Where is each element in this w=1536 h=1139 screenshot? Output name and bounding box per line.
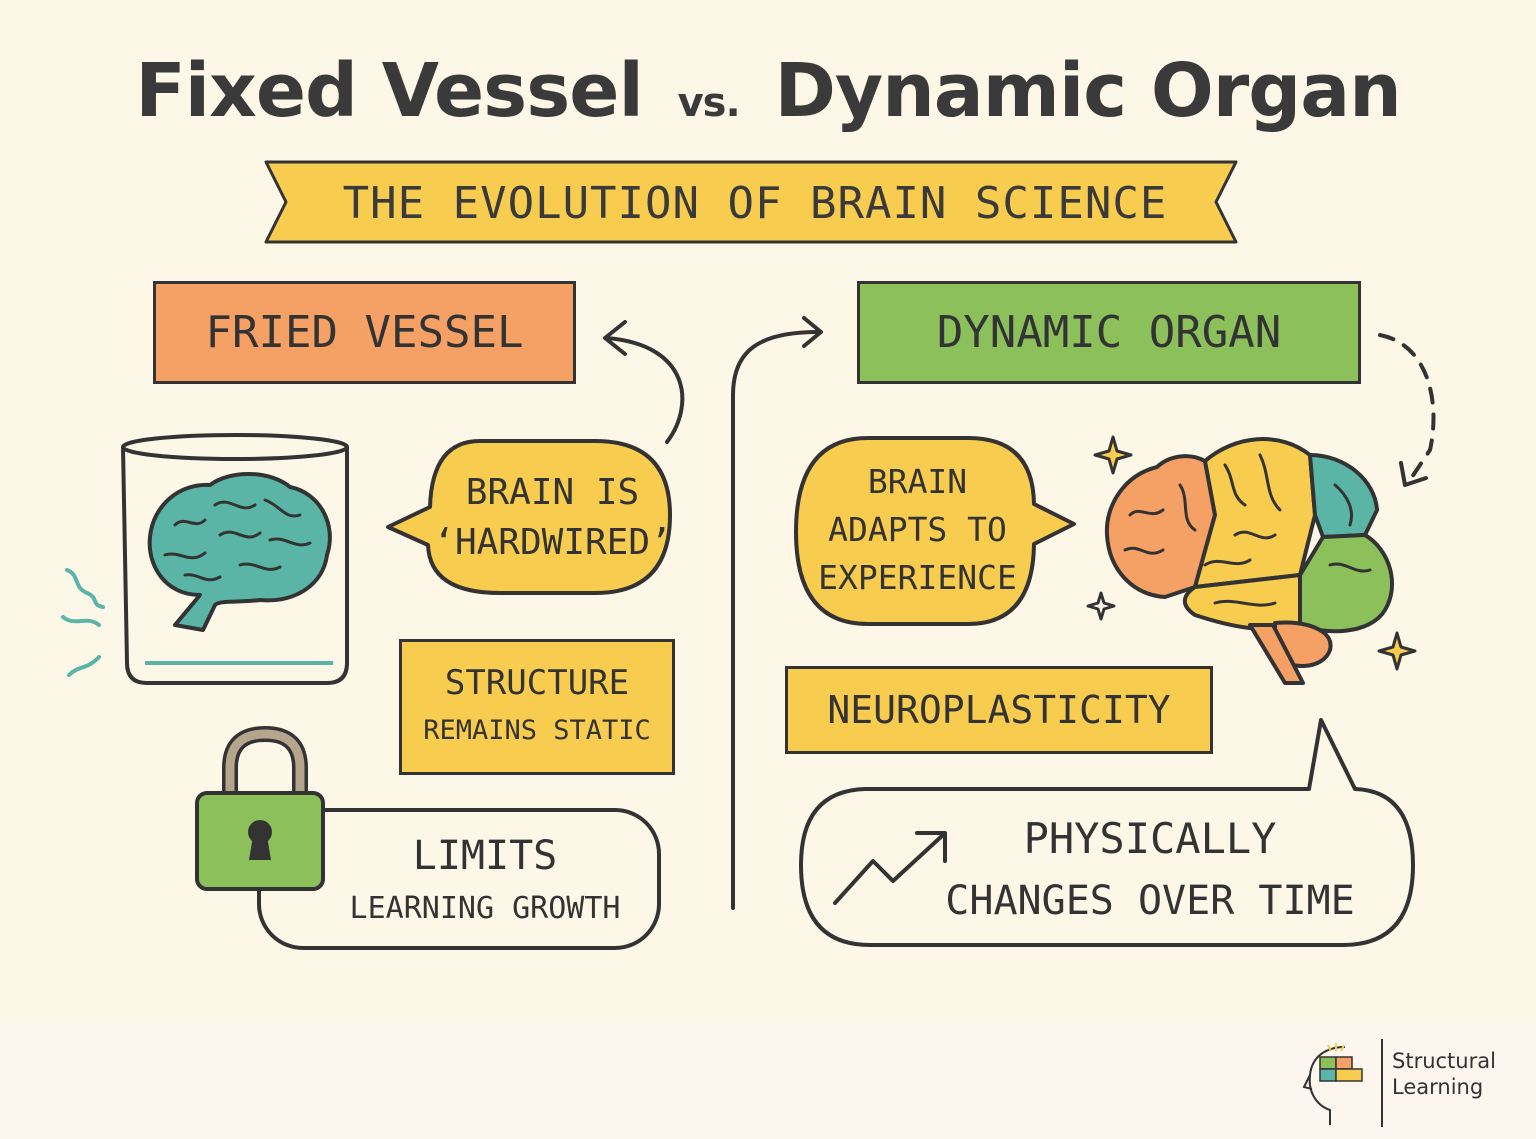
changes-line-1: PHYSICALLY [1023, 814, 1277, 863]
title-vs: vs. [677, 80, 741, 126]
structural-learning-logo-icon [1302, 1039, 1383, 1127]
brain-jar-icon [61, 433, 349, 685]
footer-band [0, 1025, 1536, 1139]
limits-line-1: LIMITS [412, 832, 558, 879]
adapts-line-3: EXPERIENCE [818, 558, 1017, 597]
subtitle: THE EVOLUTION OF BRAIN SCIENCE [342, 178, 1168, 229]
divider-arrow-icon [731, 316, 823, 910]
hardwired-line-2: ‘HARDWIRED’ [433, 521, 672, 563]
adapts-bubble-text: BRAIN ADAPTS TO EXPERIENCE [800, 445, 1035, 615]
logo-line-1: Structural [1392, 1049, 1496, 1073]
limits-text: LIMITS LEARNING GROWTH [320, 818, 650, 943]
structure-static-note: STRUCTURE REMAINS STATIC [399, 639, 675, 775]
fixed-vessel-heading: FRIED VESSEL [153, 281, 576, 384]
brain-teal-icon [147, 472, 332, 632]
hardwired-line-1: BRAIN IS [465, 471, 640, 513]
neuroplasticity-note: NEUROPLASTICITY [785, 666, 1213, 754]
title-part-1: Fixed Vessel [135, 48, 644, 134]
trend-arrow-icon [833, 831, 947, 905]
subtitle-ribbon [264, 160, 1238, 244]
changes-text: PHYSICALLY CHANGES OVER TIME [905, 800, 1395, 940]
wiggle-lines-icon [61, 568, 105, 677]
title-part-2: Dynamic Organ [774, 48, 1401, 134]
adapts-line-2: ADAPTS TO [828, 510, 1007, 549]
dashed-arrow-icon [1378, 333, 1436, 487]
sparkle-icon-2 [1086, 591, 1116, 621]
dynamic-organ-heading: DYNAMIC ORGAN [857, 281, 1361, 384]
structure-line-2: REMAINS STATIC [423, 715, 651, 746]
padlock-icon [195, 725, 325, 891]
colorful-brain-icon [1086, 435, 1417, 685]
logo-text: Structural Learning [1392, 1048, 1496, 1101]
neuroplasticity-label: NEUROPLASTICITY [827, 688, 1171, 732]
limits-line-2: LEARNING GROWTH [349, 890, 621, 926]
hardwired-bubble [386, 439, 672, 595]
sparkle-icon-1 [1093, 435, 1133, 475]
hardwired-bubble-text: BRAIN IS ‘HARDWIRED’ [430, 455, 675, 580]
curved-arrow-icon [603, 320, 685, 444]
changes-box [799, 718, 1415, 947]
page-title: Fixed Vessel vs. Dynamic Organ [0, 48, 1536, 134]
adapts-line-1: BRAIN [867, 462, 968, 501]
structure-line-1: STRUCTURE [444, 663, 630, 703]
logo-line-2: Learning [1392, 1075, 1484, 1100]
sparkle-icon-3 [1377, 631, 1417, 671]
adapts-bubble [794, 436, 1076, 626]
changes-line-2: CHANGES OVER TIME [945, 878, 1355, 924]
